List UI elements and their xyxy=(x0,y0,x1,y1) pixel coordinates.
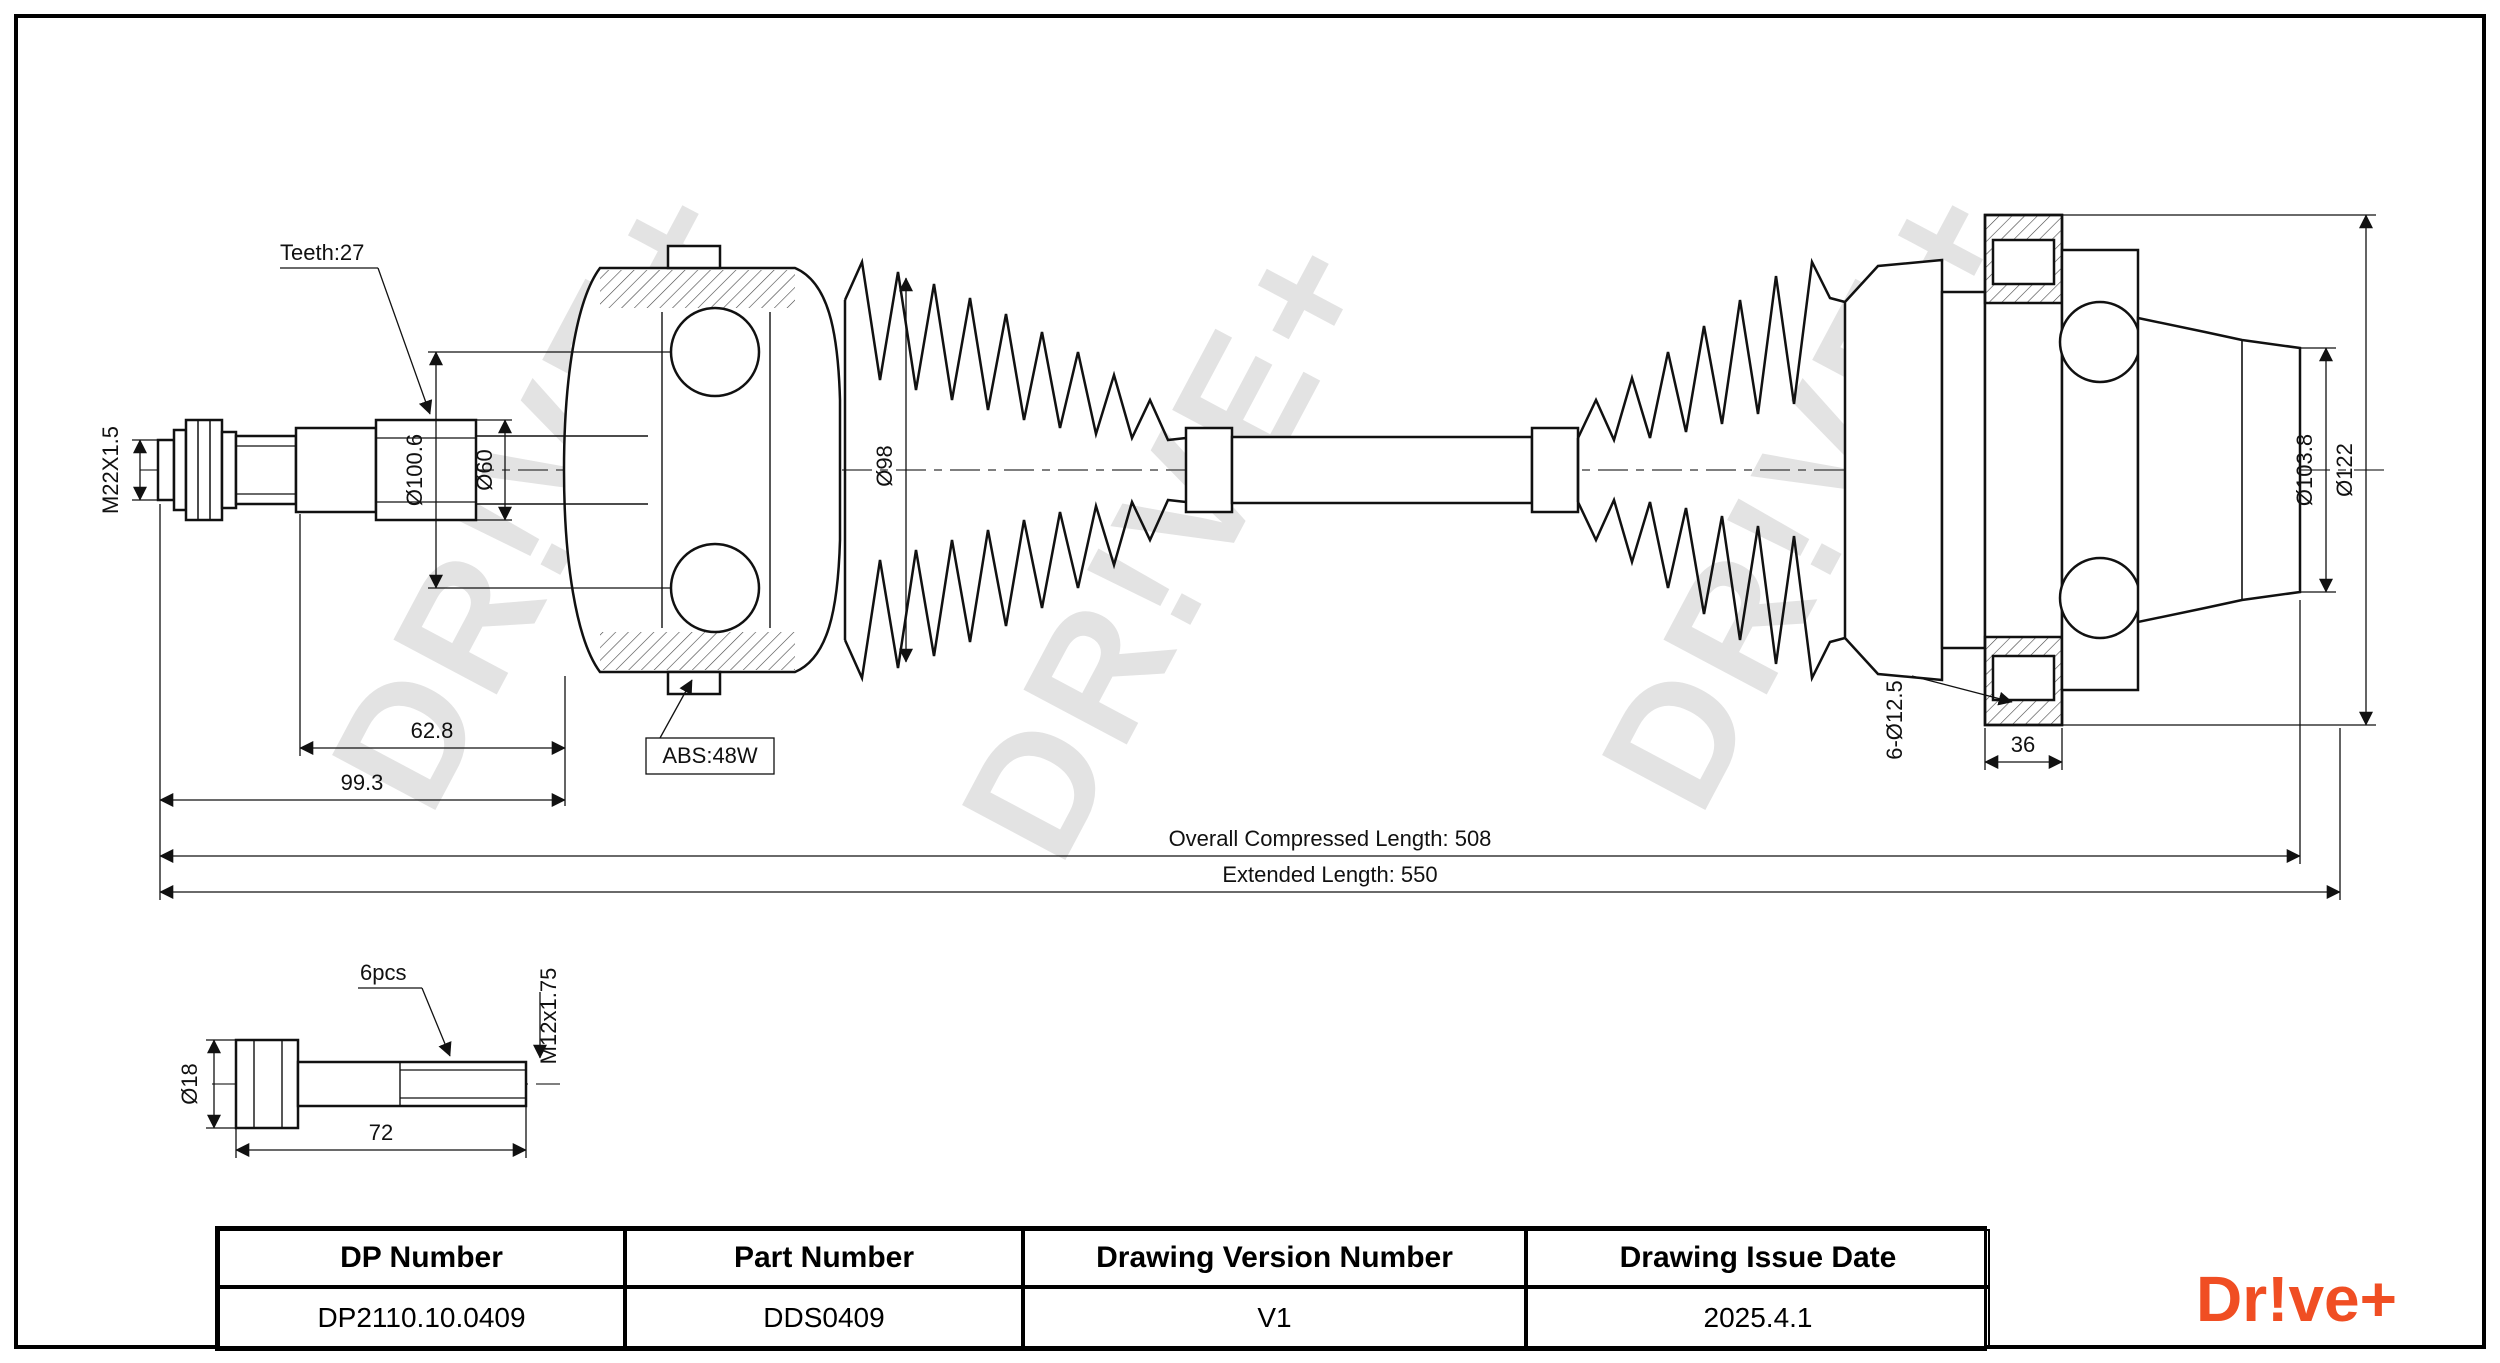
dim-bolt-length: 72 xyxy=(235,1106,527,1158)
svg-text:62.8: 62.8 xyxy=(411,718,454,743)
svg-text:M22X1.5: M22X1.5 xyxy=(98,426,123,514)
dim-abs-label: ABS:48W xyxy=(645,679,775,775)
dim-boot-dia: Ø98 xyxy=(872,277,913,663)
dim-thread-left: M22X1.5 xyxy=(98,426,158,514)
svg-text:M12x1.75: M12x1.75 xyxy=(536,968,561,1065)
svg-text:Ø122: Ø122 xyxy=(2332,443,2357,497)
svg-text:ABS:48W: ABS:48W xyxy=(662,743,758,768)
dim-shaft-dia: Ø60 xyxy=(472,419,512,521)
dim-flange-dia: Ø122 xyxy=(2062,214,2376,726)
boot-clamp xyxy=(1184,426,1234,514)
bearing-ball xyxy=(2058,300,2142,384)
dim-stub-dia: Ø103.8 xyxy=(2292,347,2336,593)
header-dp-number: DP Number xyxy=(218,1229,625,1287)
value-drawing-version: V1 xyxy=(1023,1287,1526,1348)
dim-teeth: Teeth:27 xyxy=(280,240,433,415)
svg-text:6-Ø12.5: 6-Ø12.5 xyxy=(1882,680,1907,760)
interconnect-shaft xyxy=(1230,435,1534,505)
flange-bolt-detail xyxy=(234,1038,528,1130)
dim-99-3: 99.3 xyxy=(159,504,566,900)
dim-flange-width: 36 xyxy=(1984,728,2063,770)
value-issue-date: 2025.4.1 xyxy=(1526,1287,1990,1348)
header-issue-date: Drawing Issue Date xyxy=(1526,1229,1990,1287)
bolt-dimensions: 6pcs Ø18 M12x1.75 72 xyxy=(177,960,561,1158)
header-part-number: Part Number xyxy=(625,1229,1023,1287)
svg-text:Ø18: Ø18 xyxy=(177,1063,202,1105)
value-dp-number: DP2110.10.0409 xyxy=(218,1287,625,1348)
brand-logo: Dr!ve+ xyxy=(2196,1263,2397,1335)
bearing-ball xyxy=(2058,556,2142,640)
svg-text:Ø60: Ø60 xyxy=(472,449,497,491)
bolt-head xyxy=(234,1038,300,1130)
flange-bolt-hole xyxy=(1991,654,2056,702)
dim-joint-ball-circle: Ø100.6 xyxy=(402,351,671,589)
flange-bolt-hole xyxy=(1991,238,2056,286)
svg-text:72: 72 xyxy=(369,1120,393,1145)
left-threaded-end xyxy=(156,418,298,522)
bolt-shank xyxy=(296,1060,528,1108)
title-block-table: DP Number Part Number Drawing Version Nu… xyxy=(215,1226,1990,1351)
outer-cv-joint xyxy=(1843,213,2302,727)
svg-text:Ø103.8: Ø103.8 xyxy=(2292,434,2317,506)
dim-bolt-thread: M12x1.75 xyxy=(533,968,561,1065)
svg-text:36: 36 xyxy=(2011,732,2035,757)
boot-clamp xyxy=(1530,426,1580,514)
svg-text:Teeth:27: Teeth:27 xyxy=(280,240,364,265)
bearing-ball xyxy=(669,542,761,634)
svg-text:Extended Length: 550: Extended Length: 550 xyxy=(1222,862,1437,887)
dim-bolt-head-dia: Ø18 xyxy=(177,1039,236,1129)
dim-extended-length: Extended Length: 550 xyxy=(159,728,2341,900)
inner-cv-joint xyxy=(476,244,842,696)
spline-shaft xyxy=(294,418,478,522)
svg-text:99.3: 99.3 xyxy=(341,770,384,795)
watermark-layer: DR!VE+ DR!VE+ DR!VE+ xyxy=(295,151,2050,887)
dimensions: M22X1.5 Teeth:27 Ø100.6 Ø60 xyxy=(98,214,2376,900)
dim-bolt-holes: 6-Ø12.5 xyxy=(1882,675,2013,760)
watermark-text: DR!VE+ xyxy=(925,201,1410,887)
axle-assembly xyxy=(156,213,2302,727)
right-boot xyxy=(1530,257,1846,683)
svg-text:6pcs: 6pcs xyxy=(360,960,406,985)
bearing-ball xyxy=(669,306,761,398)
dim-overall-length: Overall Compressed Length: 508 xyxy=(159,600,2301,864)
dim-62-8: 62.8 xyxy=(299,514,566,806)
svg-text:Overall Compressed Length: 508: Overall Compressed Length: 508 xyxy=(1169,826,1492,851)
header-drawing-version: Drawing Version Number xyxy=(1023,1229,1526,1287)
dim-bolt-qty: 6pcs xyxy=(358,960,452,1057)
svg-text:Ø98: Ø98 xyxy=(872,445,897,487)
output-stub xyxy=(2136,316,2302,624)
svg-text:Ø100.6: Ø100.6 xyxy=(402,434,427,506)
value-part-number: DDS0409 xyxy=(625,1287,1023,1348)
